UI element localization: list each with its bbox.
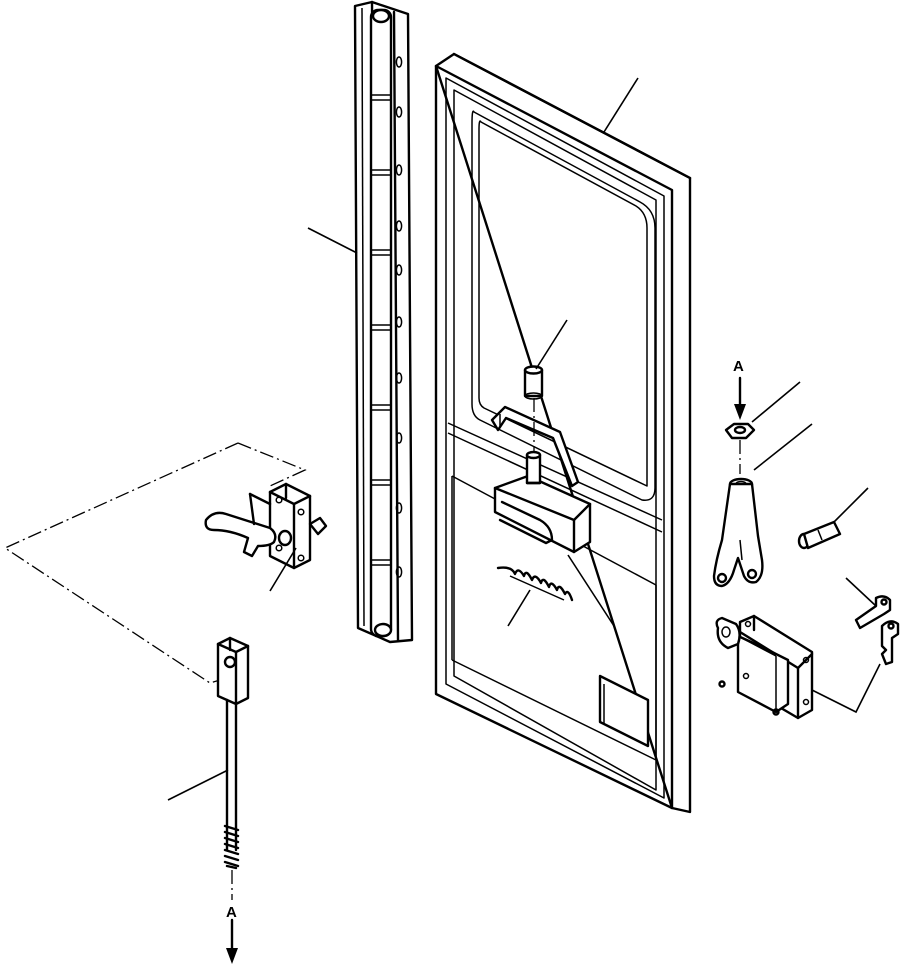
- bushing: [523, 365, 544, 400]
- door-panel: [434, 52, 692, 814]
- ref-arrow-top-head: [734, 404, 746, 420]
- bushing-leader: [535, 319, 568, 370]
- latch-housing-leader: [567, 554, 615, 627]
- nut: [724, 422, 756, 440]
- keys: [854, 595, 900, 666]
- keys-leader: [845, 577, 877, 607]
- lock-rod: [216, 636, 250, 870]
- spring: [496, 566, 574, 602]
- lock-box: [715, 614, 814, 720]
- spring-leader: [507, 589, 531, 627]
- ref-label-bottom: A: [226, 904, 237, 921]
- bolt-leader: [833, 487, 869, 523]
- inner-handle-leader: [269, 547, 297, 592]
- door-hinge: [353, 0, 414, 644]
- nut-leader: [751, 381, 801, 423]
- lock-rod-leader: [167, 769, 229, 801]
- hinge-leader: [307, 227, 358, 254]
- ref-arrow-bottom-head: [226, 948, 238, 964]
- lock-box-leader: [811, 663, 881, 714]
- inner-handle: [204, 482, 328, 570]
- clevis: [712, 477, 764, 588]
- latch-housing: [493, 450, 592, 554]
- panel-plane-outline: [3, 442, 307, 684]
- clevis-leader: [753, 423, 813, 471]
- ref-label-top: A: [733, 358, 744, 375]
- bolt: [797, 520, 842, 550]
- latch-rod: [490, 405, 580, 488]
- door-leader: [603, 77, 639, 133]
